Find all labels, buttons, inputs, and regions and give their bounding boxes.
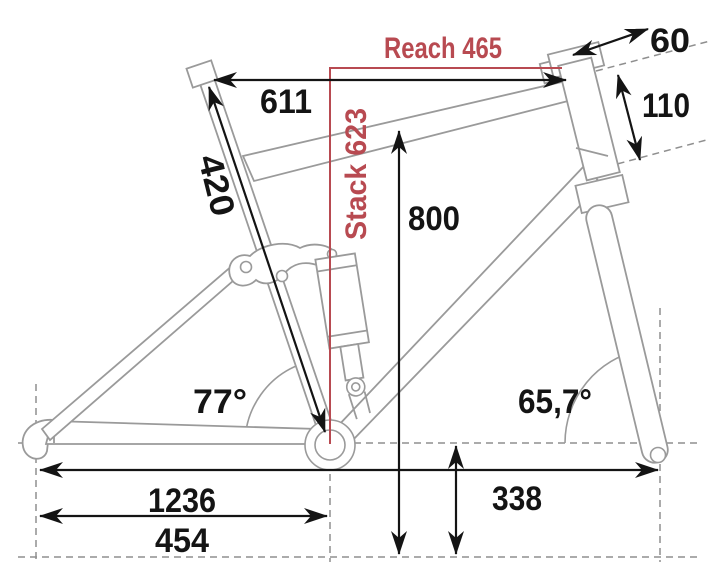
reach-dimension-label: Reach 465 xyxy=(384,32,502,65)
bb-height-dimension-label: 338 xyxy=(492,480,542,518)
standover-dimension-label: 800 xyxy=(408,200,460,238)
head-tube-dimension-arrow xyxy=(616,74,642,161)
shock-clevis xyxy=(347,391,371,420)
head-tube-top-extension-dashed-line xyxy=(595,40,711,72)
stem-dimension-arrow xyxy=(572,27,649,57)
seatpost-clamp xyxy=(185,59,219,89)
seat-angle-label: 77° xyxy=(193,383,247,421)
head-angle-label: 65,7° xyxy=(518,383,592,421)
dimension-arrows xyxy=(39,27,659,555)
chainstay-dimension-label: 454 xyxy=(155,522,209,560)
head-tube-bottom-extension-dashed-line xyxy=(605,138,711,168)
reach-stack-dimension: Reach 465 Stack 623 xyxy=(329,32,562,444)
rocker-pivot-front xyxy=(239,260,253,274)
fork-leg xyxy=(585,204,669,464)
top-tube-dimension-label: 611 xyxy=(260,83,312,121)
rocker-pivot-mid xyxy=(275,269,289,283)
front-axle xyxy=(649,446,667,464)
rear-shock xyxy=(314,252,371,420)
reach-stack-line xyxy=(329,67,562,444)
stack-dimension-label: Stack 623 xyxy=(340,108,373,240)
shock-eyelet-hole xyxy=(350,382,361,392)
chainstay xyxy=(44,420,319,445)
dimension-labels: 611 60 110 420 800 77° 65,7° 1236 454 33… xyxy=(148,22,690,560)
shock-bottom-cap-line xyxy=(327,329,368,338)
seat-tube-dimension-arrow xyxy=(207,86,327,433)
head-tube xyxy=(557,56,621,182)
shock-shaft xyxy=(339,342,365,382)
wheelbase-dimension-label: 1236 xyxy=(148,482,216,520)
headset-line xyxy=(575,147,609,157)
head-tube-dimension-label: 110 xyxy=(642,87,690,125)
stem-dimension-label: 60 xyxy=(650,22,690,60)
